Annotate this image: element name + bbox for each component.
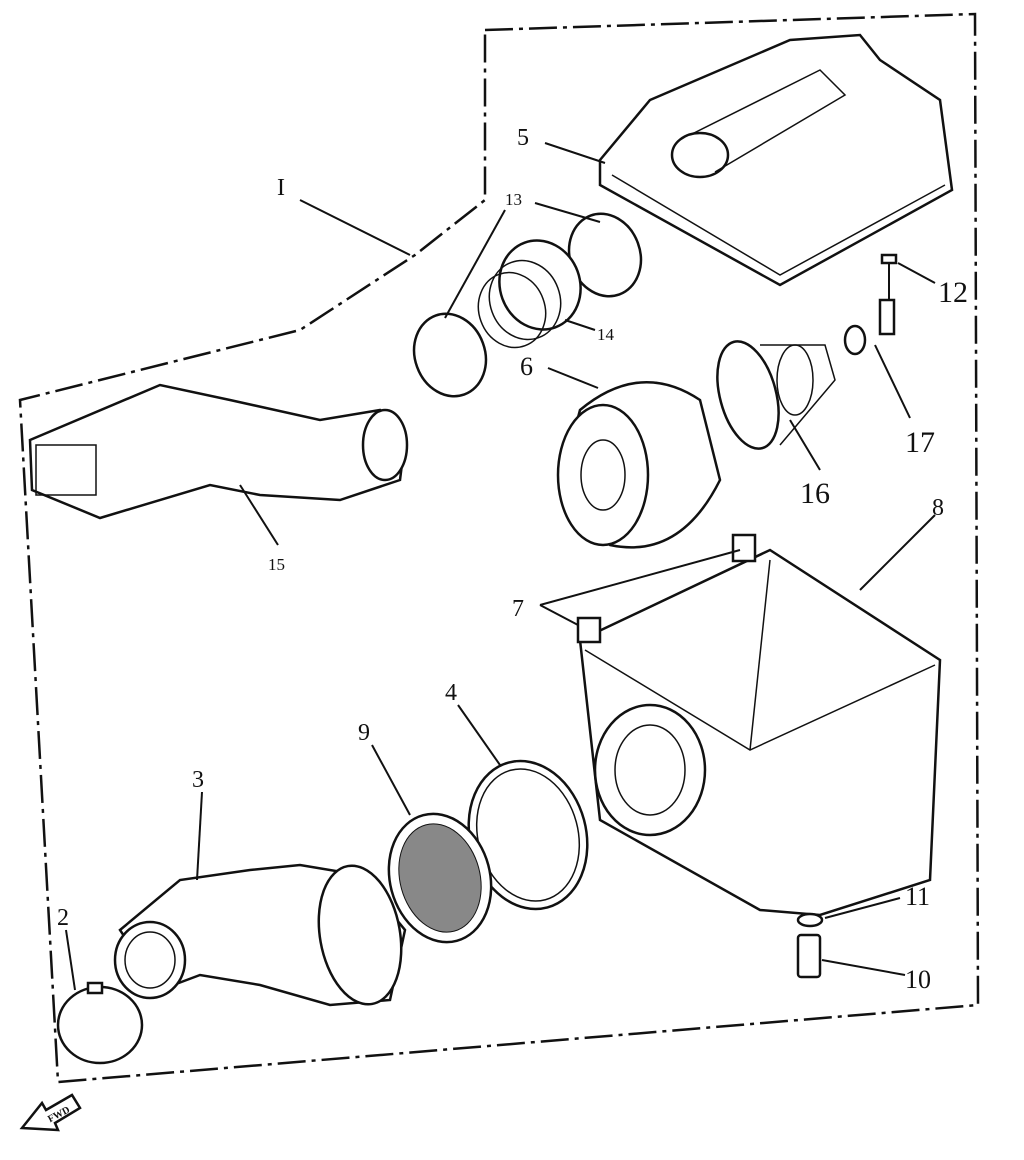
part-12-screw [880, 253, 898, 300]
assembly-boundary [18, 12, 980, 1084]
callout-labels: 5 13 14 6 12 17 16 15 8 7 4 9 3 2 11 10 [57, 125, 968, 994]
callout-13a: 13 [505, 190, 522, 209]
callout-7: 7 [512, 596, 524, 622]
part-7-clips [576, 533, 757, 644]
leader-lines [65, 142, 936, 991]
callout-11: 11 [905, 882, 930, 911]
part-13-hose-clamp-lower [412, 312, 488, 398]
part-17-retainer [843, 298, 896, 356]
forward-direction-arrow-icon: FWD [19, 1093, 82, 1132]
part-14-intake-bellows [477, 239, 582, 349]
callout-2: 2 [57, 905, 69, 931]
assembly-marker-I: I [277, 175, 285, 201]
part-16-filter-cage [716, 340, 836, 450]
part-15-intake-duct [28, 383, 409, 520]
callout-17: 17 [905, 426, 935, 459]
part-11-clip [796, 912, 824, 928]
callout-15: 15 [268, 555, 285, 574]
callout-6: 6 [520, 352, 533, 381]
part-8-airbox-case [578, 548, 942, 917]
callout-14: 14 [597, 325, 615, 344]
callout-8: 8 [932, 495, 944, 521]
part-10-drain-plug [796, 933, 822, 979]
part-5-airbox-cover [598, 33, 954, 287]
part-3-outlet-tube [113, 863, 407, 1007]
part-6-filter-element [556, 381, 722, 549]
callout-10: 10 [905, 965, 931, 994]
callout-12: 12 [938, 276, 968, 309]
callout-16: 16 [800, 477, 830, 510]
callout-9: 9 [358, 720, 370, 746]
callout-3: 3 [192, 767, 204, 793]
part-9-mesh-screen [387, 812, 493, 944]
callout-5: 5 [517, 125, 529, 151]
part-2-hose-clamp [56, 981, 144, 1065]
callout-4: 4 [445, 680, 457, 706]
